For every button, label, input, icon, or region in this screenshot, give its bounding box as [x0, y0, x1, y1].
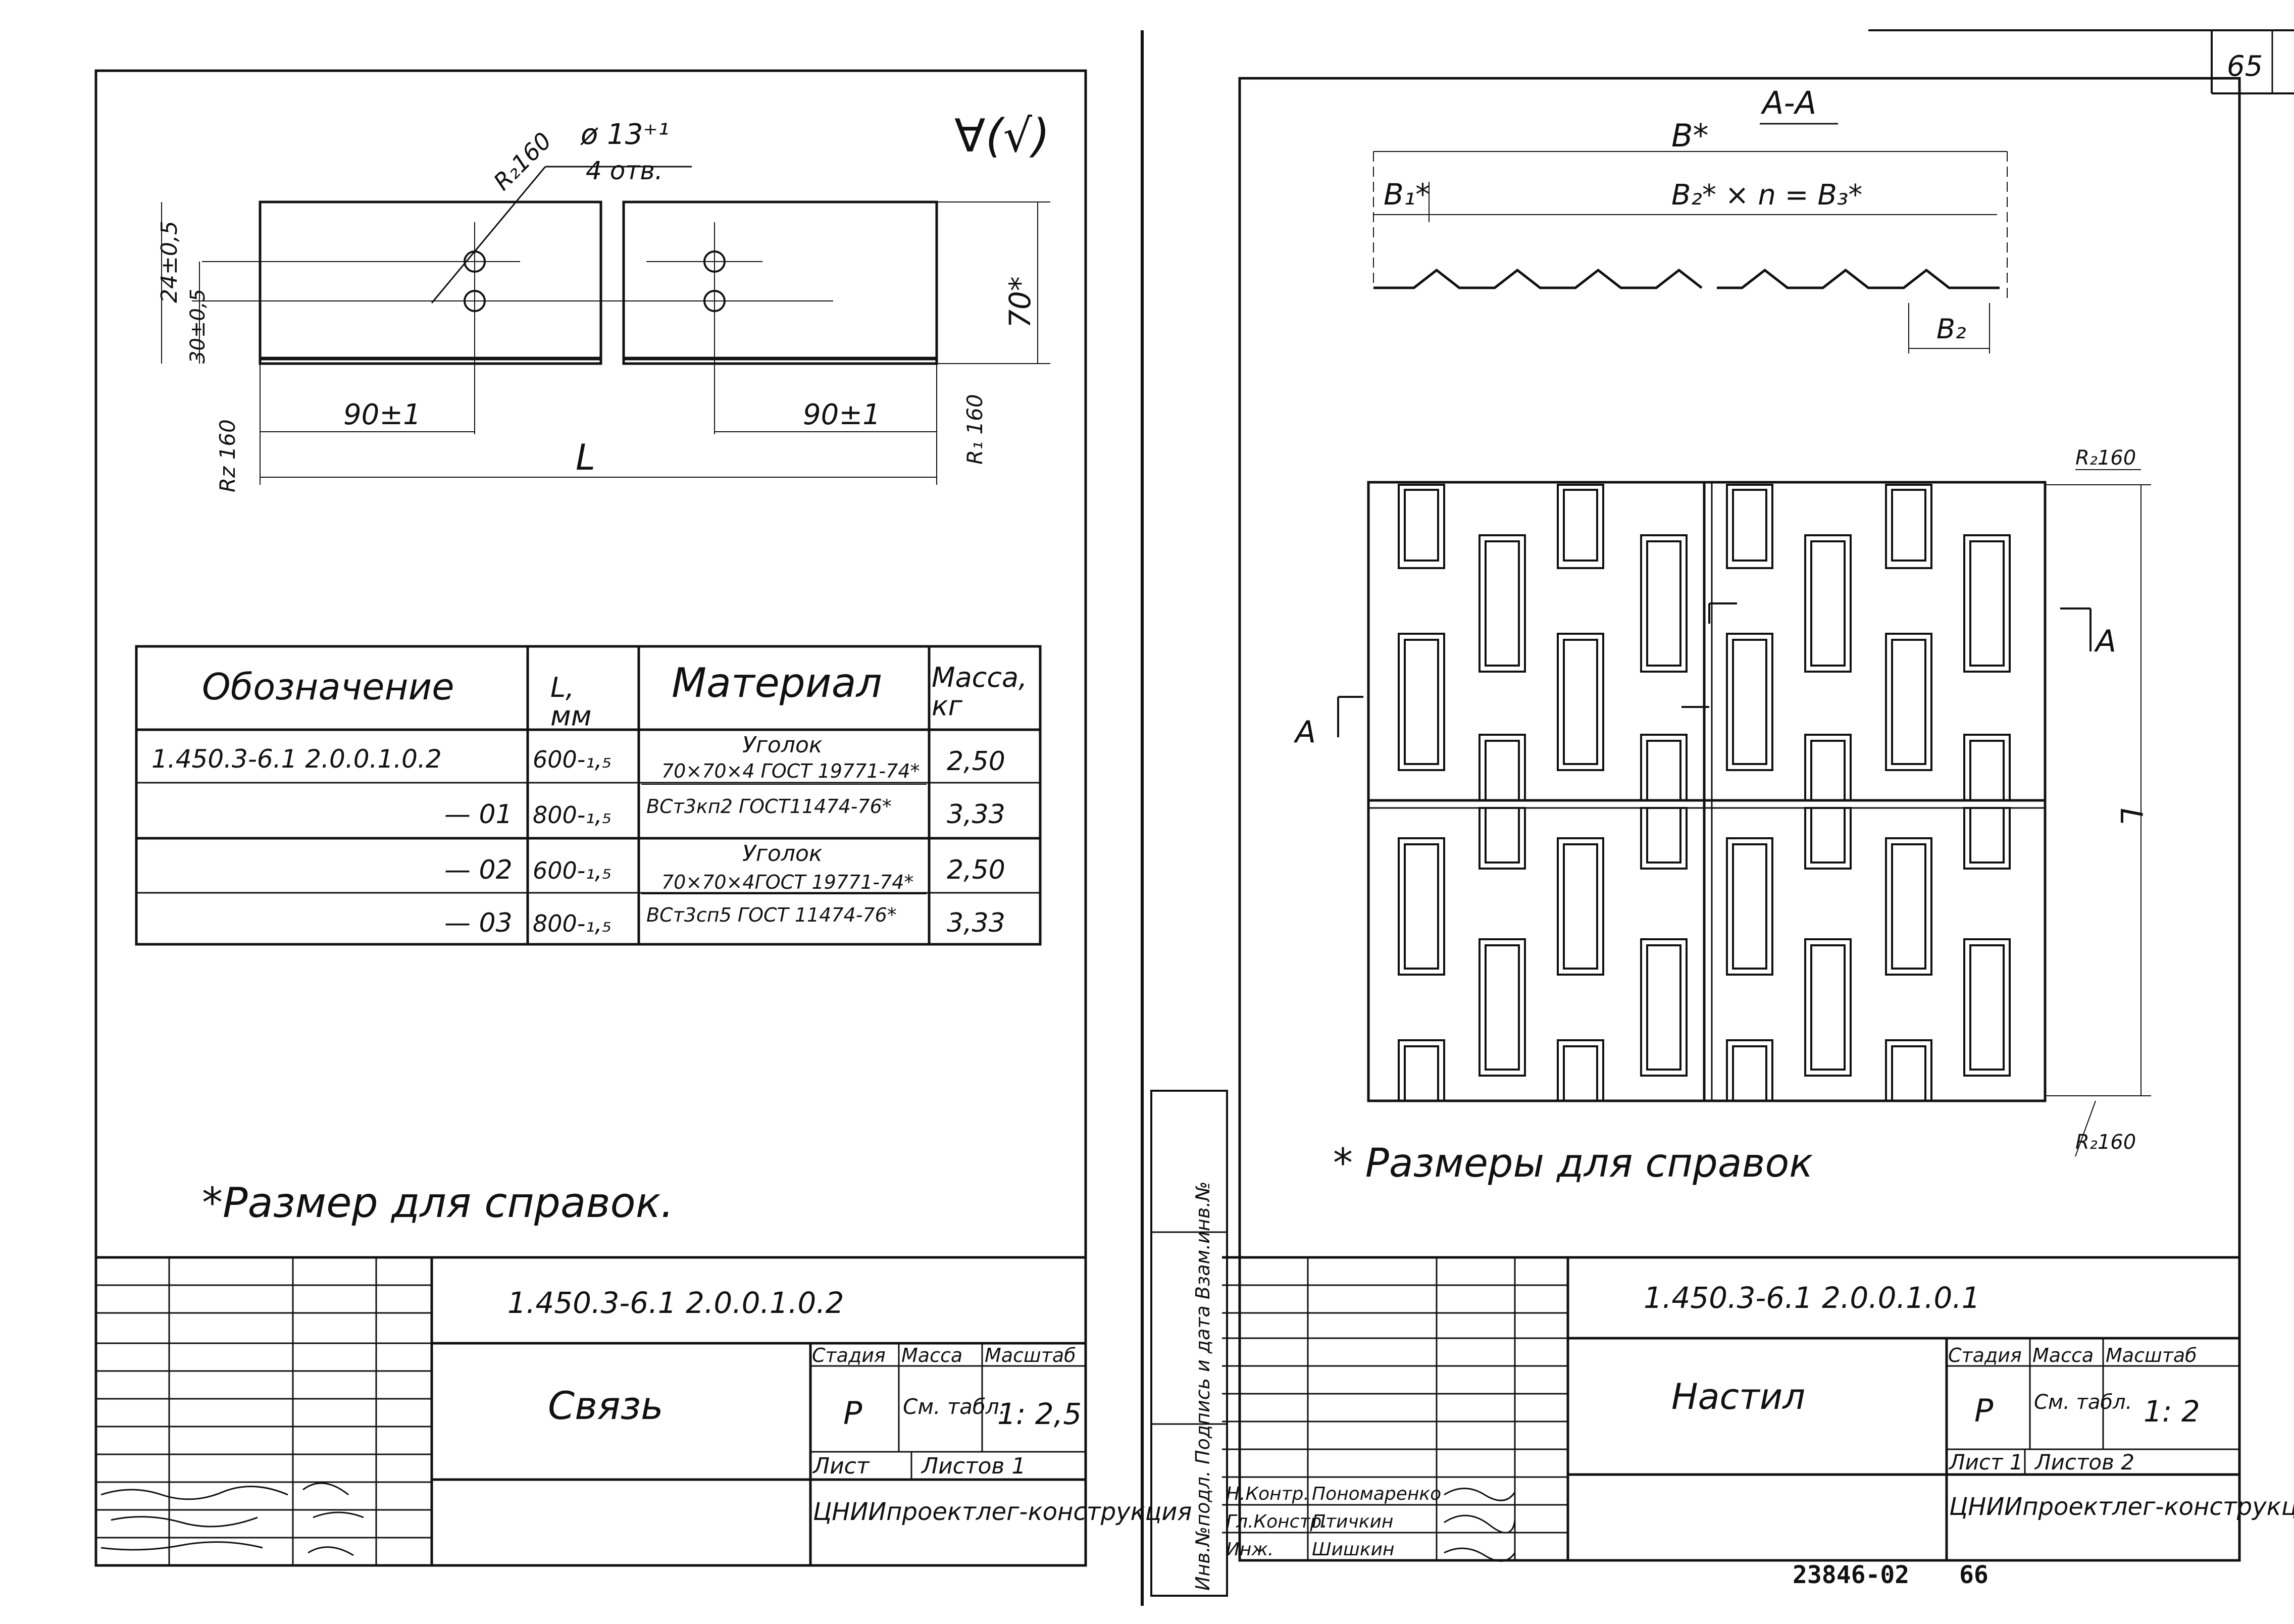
right-mass: См. табл. — [2034, 1391, 2132, 1414]
th-designation: Обозначение — [202, 666, 454, 708]
side-stamp-frame — [1150, 1090, 1228, 1597]
right-scale-label: Масштаб — [2106, 1344, 2197, 1366]
row1-material-bot: ВСт3кп2 ГОСТ11474-76* — [646, 795, 892, 818]
section-label: А-А — [1760, 84, 1816, 121]
right-sheet: А-А B* B₁* B₂* × n = B₃* B₂ — [1150, 77, 2294, 1597]
left-sheet-label: Лист — [812, 1453, 870, 1479]
left-scale-label: Масштаб — [985, 1344, 1076, 1366]
left-sheet: ø 13⁺¹ 4 отв. R₂160 ∀(√) 24±0,5 30±0,5 7… — [94, 69, 1192, 1567]
sig-name-1: Птичкин — [1312, 1511, 1393, 1532]
th-mass: Масса,кг — [932, 662, 1027, 722]
right-note: * Размеры для справок — [1333, 1141, 1813, 1186]
roughness-right: R₁ 160 — [962, 394, 987, 465]
right-title-block: Н.Контр. Пономаренко Гл.Констр. Птичкин … — [1222, 1256, 2294, 1562]
dim-90-right: 90±1 — [803, 398, 881, 431]
profile-left — [1373, 268, 1703, 289]
sig-role-1: Гл.Констр. — [1226, 1511, 1328, 1532]
sig-role-0: Н.Контр. — [1226, 1484, 1309, 1504]
dim-30: 30±0,5 — [186, 289, 210, 364]
right-org: ЦНИИпроектлег-конструкция — [1949, 1493, 2294, 1521]
dim-L: L — [576, 437, 595, 478]
left-sheets-label: Листов 1 — [921, 1453, 1026, 1479]
roughness-bottom: R₂160 — [2075, 1131, 2136, 1154]
sig-name-2: Шишкин — [1312, 1539, 1395, 1560]
archive-code: 23846-02 — [1793, 1561, 1909, 1589]
radius-note: R₂160 — [488, 127, 557, 195]
left-scale: 1: 2,5 — [997, 1397, 1082, 1431]
row3-length: 800-₁,₅ — [533, 910, 611, 937]
section-mark-right: А — [2094, 624, 2116, 659]
sig-name-0: Пономаренко — [1312, 1484, 1441, 1504]
right-stage-label: Стадия — [1948, 1344, 2022, 1366]
right-stage: Р — [1974, 1392, 1994, 1429]
dim-B-total: B* — [1671, 117, 1709, 154]
left-mass-label: Масса — [901, 1344, 962, 1366]
th-length: L,мм — [550, 672, 591, 732]
row1-length: 800-₁,₅ — [533, 801, 611, 829]
row2-material-top: Уголок — [742, 841, 823, 867]
right-scale: 1: 2 — [2144, 1394, 2200, 1429]
row0-designation: 1.450.3-6.1 2.0.0.1.0.2 — [151, 744, 442, 774]
archive-page: 66 — [1959, 1561, 1989, 1589]
roughness-left: Rz 160 — [215, 419, 240, 492]
left-signature-scribbles — [100, 1482, 364, 1556]
dim-L-right: L — [2113, 808, 2149, 825]
right-doc-number: 1.450.3-6.1 2.0.0.1.0.1 — [1644, 1281, 1980, 1315]
dim-B2: B₂ — [1936, 313, 1966, 345]
left-doc-number: 1.450.3-6.1 2.0.0.1.0.2 — [507, 1286, 844, 1320]
row3-mass: 3,33 — [947, 908, 1005, 938]
row3-material-bot: ВСт3сп5 ГОСТ 11474-76* — [646, 904, 897, 926]
section-a-a-view: А-А B* B₁* B₂* × n = B₃* B₂ — [1373, 84, 2008, 353]
row3-designation: — 03 — [444, 908, 513, 938]
hole-count: 4 отв. — [586, 156, 663, 185]
side-stamp-text: Инв.№подл. Подпись и дата Взам.инв.№ — [1192, 1181, 1214, 1591]
section-mark-left: А — [1293, 715, 1316, 750]
right-mass-label: Масса — [2032, 1344, 2094, 1366]
profile-right — [1717, 268, 2000, 289]
left-title-block: 1.450.3-6.1 2.0.0.1.0.2 Связь Стадия Мас… — [96, 1256, 1192, 1565]
dim-70: 70* — [1003, 276, 1037, 328]
left-org: ЦНИИпроектлег-конструкция — [813, 1498, 1192, 1526]
dim-B1: B₁* — [1384, 177, 1430, 212]
row2-length: 600-₁,₅ — [533, 857, 611, 884]
row0-length: 600-₁,₅ — [533, 746, 611, 773]
right-doc-title: Настил — [1671, 1376, 1805, 1417]
th-material: Материал — [672, 659, 882, 706]
row1-designation: — 01 — [444, 799, 513, 830]
sig-role-2: Инж. — [1226, 1539, 1273, 1560]
dim-24: 24±0,5 — [157, 221, 182, 303]
left-stage-label: Стадия — [812, 1344, 886, 1366]
row0-material-mid: 70×70×4 ГОСТ 19771-74* — [661, 760, 920, 782]
dim-90-left: 90±1 — [343, 398, 421, 431]
row0-material-top: Уголок — [742, 732, 823, 758]
left-mass: См. табл. — [903, 1394, 1006, 1419]
left-note: *Размер для справок. — [202, 1179, 674, 1227]
left-sheet-frame — [94, 69, 1087, 1567]
left-stage: Р — [843, 1395, 862, 1432]
right-sheet-label: Лист 1 — [1948, 1450, 2023, 1475]
row0-mass: 2,50 — [947, 746, 1005, 777]
plate-studs — [1398, 484, 2011, 1102]
right-sheet-frame — [1238, 77, 2241, 1562]
surface-finish-symbol: ∀(√) — [954, 110, 1050, 163]
row2-designation: — 02 — [444, 855, 513, 885]
spec-table: Обозначение L,мм Материал Масса,кг 1.450… — [135, 645, 1042, 946]
row1-mass: 3,33 — [947, 799, 1005, 830]
right-sheets-label: Листов 2 — [2034, 1450, 2134, 1475]
left-doc-title: Связь — [548, 1383, 664, 1428]
dim-formula: B₂* × n = B₃* — [1671, 179, 1862, 212]
row2-material-mid: 70×70×4ГОСТ 19771-74* — [661, 871, 913, 893]
row2-mass: 2,50 — [947, 855, 1005, 885]
plate-plan-view: L А А R₂160 R₂160 — [1293, 446, 2151, 1157]
roughness-top: R₂160 — [2075, 446, 2136, 470]
hole-diameter: ø 13⁺¹ — [580, 118, 669, 151]
right-signature-scribbles — [1444, 1488, 1516, 1562]
angle-part-view — [202, 166, 938, 434]
